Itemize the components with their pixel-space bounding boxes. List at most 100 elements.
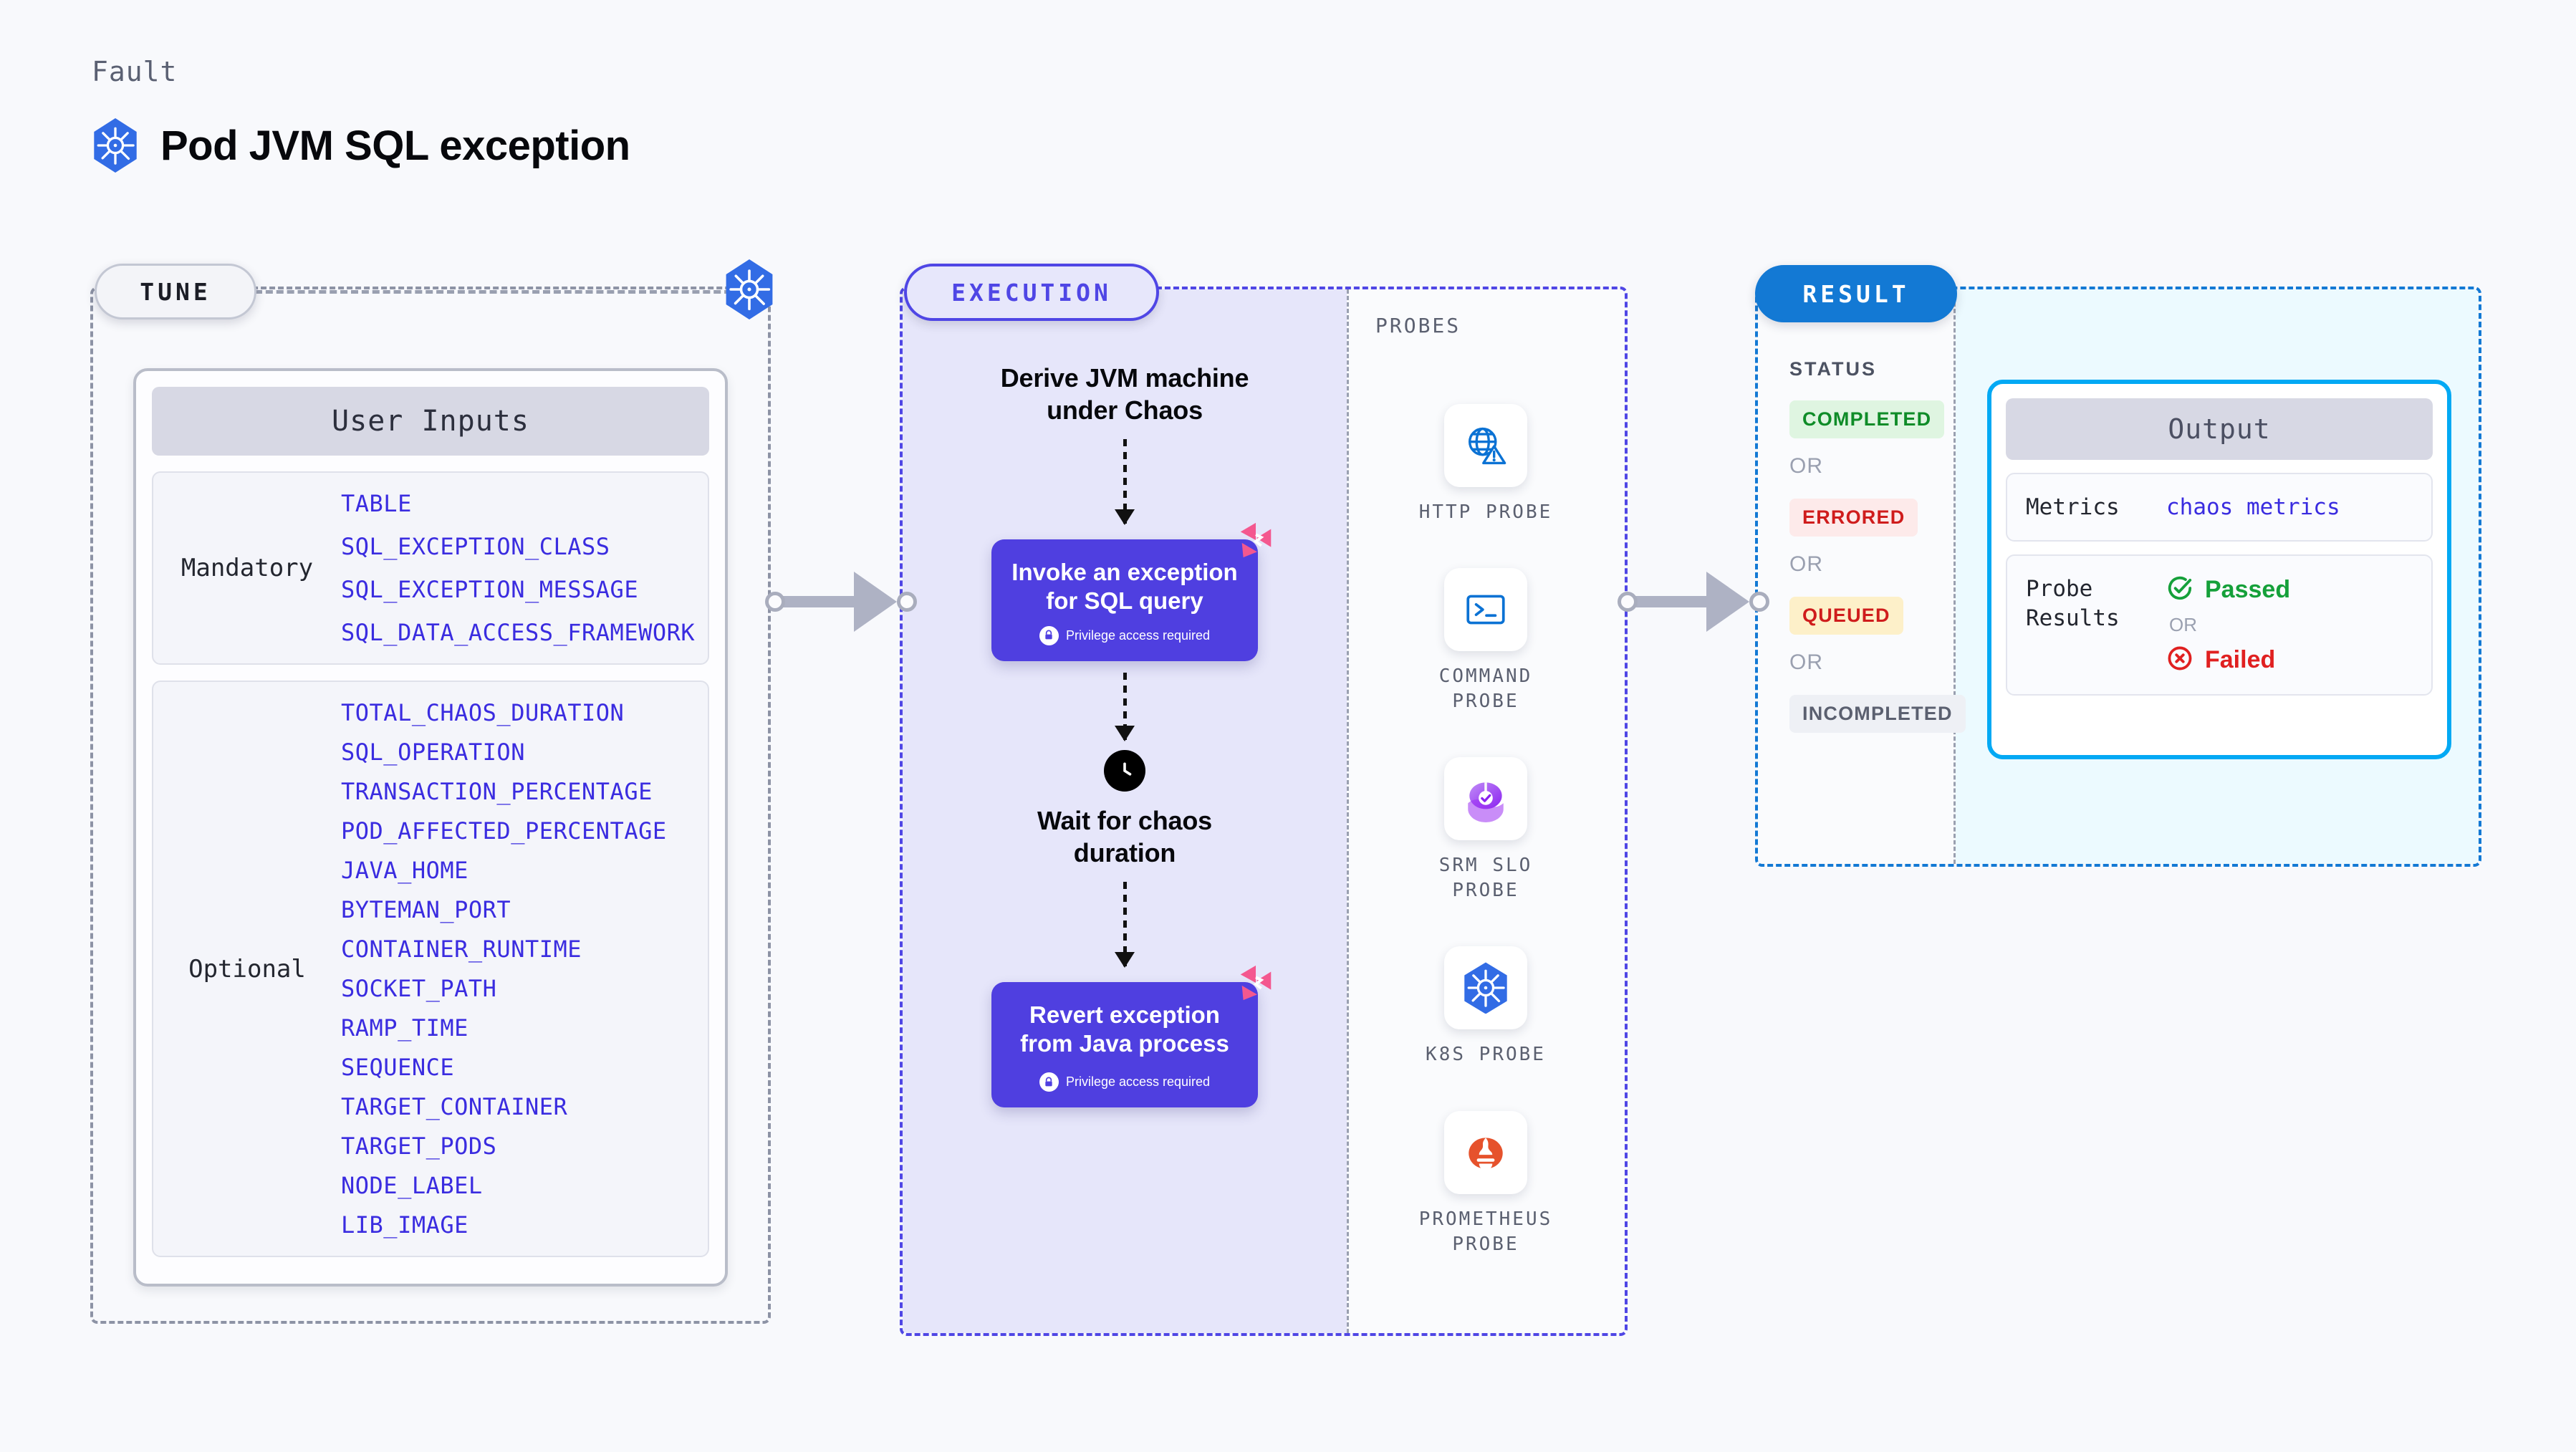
result-panel-border xyxy=(1755,287,2481,867)
flow-arrow-3 xyxy=(1123,881,1127,966)
probe-command[interactable]: COMMAND PROBE xyxy=(1439,568,1533,714)
revert-exception-title: Revert exception from Java process xyxy=(1020,1001,1229,1057)
param-item[interactable]: SQL_EXCEPTION_MESSAGE xyxy=(341,576,639,603)
param-item[interactable]: SQL_DATA_ACCESS_FRAMEWORK xyxy=(341,619,696,646)
passed-label: Passed xyxy=(2205,576,2291,604)
flow-arrow-2 xyxy=(1123,672,1127,740)
param-item[interactable]: TABLE xyxy=(341,490,412,517)
clock-icon xyxy=(1104,749,1145,792)
connector-arrowhead xyxy=(1706,572,1749,632)
output-card: Output Metrics chaos metrics Probe Resul… xyxy=(1987,380,2451,759)
param-item[interactable]: LIB_IMAGE xyxy=(341,1211,468,1239)
param-item[interactable]: TARGET_PODS xyxy=(341,1133,497,1160)
param-item[interactable]: SOCKET_PATH xyxy=(341,975,497,1002)
connector-execution-to-result xyxy=(1618,572,1769,632)
user-inputs-card: User Inputs Mandatory TABLE SQL_EXCEPTIO… xyxy=(133,368,728,1287)
output-probe-row: Probe Results Passed OR xyxy=(2006,554,2433,696)
param-item[interactable]: TOTAL_CHAOS_DURATION xyxy=(341,699,625,726)
param-item[interactable]: SEQUENCE xyxy=(341,1054,455,1081)
probe-result-or: OR xyxy=(2169,614,2197,636)
check-circle-icon xyxy=(2166,574,2193,605)
status-or: OR xyxy=(1789,650,1823,674)
failed-label: Failed xyxy=(2205,646,2276,674)
output-metrics-row: Metrics chaos metrics xyxy=(2006,473,2433,542)
revert-privilege-note: Privilege access required xyxy=(1065,1074,1211,1089)
param-item[interactable]: BYTEMAN_PORT xyxy=(341,896,511,923)
probe-label: PROMETHEUS PROBE xyxy=(1418,1208,1553,1255)
lock-icon xyxy=(1039,625,1059,645)
probe-result-failed: Failed xyxy=(2166,645,2290,675)
revert-privilege-note-row: Privilege access required xyxy=(1004,1072,1245,1092)
probe-srm-slo[interactable]: SRM SLO PROBE xyxy=(1439,757,1533,903)
param-item[interactable]: SQL_OPERATION xyxy=(341,739,525,766)
srm-slo-icon xyxy=(1443,757,1527,841)
execution-flow: Derive JVM machine under Chaos Invoke an… xyxy=(903,287,1347,1336)
param-item[interactable]: CONTAINER_RUNTIME xyxy=(341,936,582,963)
kubernetes-icon xyxy=(94,118,137,173)
lock-icon xyxy=(1039,1072,1059,1092)
probe-http[interactable]: HTTP PROBE xyxy=(1419,404,1553,525)
output-metrics-key: Metrics xyxy=(2026,494,2120,520)
result-badge: RESULT xyxy=(1755,265,1957,322)
probe-label: SRM SLO PROBE xyxy=(1438,855,1533,902)
page-title: Pod JVM SQL exception xyxy=(160,122,630,169)
status-column: STATUS COMPLETED OR ERRORED OR QUEUED OR… xyxy=(1758,287,1966,867)
optional-group: Optional TOTAL_CHAOS_DURATION SQL_OPERAT… xyxy=(152,681,709,1257)
fault-kicker: Fault xyxy=(92,56,178,87)
mandatory-group: Mandatory TABLE SQL_EXCEPTION_CLASS SQL_… xyxy=(152,471,709,665)
probe-label: COMMAND PROBE xyxy=(1438,665,1533,713)
revert-exception-action[interactable]: Revert exception from Java process Privi… xyxy=(991,965,1272,1107)
invoke-exception-action[interactable]: Invoke an exception for SQL query Privil… xyxy=(991,522,1272,661)
litmus-logo-icon xyxy=(1235,962,1277,1004)
param-item[interactable]: RAMP_TIME xyxy=(341,1014,468,1042)
globe-warning-icon xyxy=(1443,404,1527,487)
connector-start-dot xyxy=(765,592,785,612)
page-header: Pod JVM SQL exception xyxy=(92,118,630,173)
wait-chaos-step-label: Wait for chaos duration xyxy=(1037,805,1212,867)
connector-start-dot xyxy=(1618,592,1638,612)
output-probe-key: Probe Results xyxy=(2026,576,2120,631)
connector-shaft xyxy=(781,596,861,607)
result-panel: STATUS COMPLETED OR ERRORED OR QUEUED OR… xyxy=(1755,287,2481,867)
connector-end-dot xyxy=(1749,592,1769,612)
status-badge-errored: ERRORED xyxy=(1789,499,1918,537)
connector-shaft xyxy=(1633,596,1714,607)
optional-param-list: TOTAL_CHAOS_DURATION SQL_OPERATION TRANS… xyxy=(341,699,708,1239)
x-circle-icon xyxy=(2166,645,2193,675)
tune-connector-line xyxy=(255,290,742,294)
connector-end-dot xyxy=(897,592,917,612)
tune-panel: User Inputs Mandatory TABLE SQL_EXCEPTIO… xyxy=(90,287,771,1324)
probe-label: HTTP PROBE xyxy=(1418,501,1553,523)
probes-heading: PROBES xyxy=(1375,314,1461,337)
connector-tune-to-execution xyxy=(765,572,917,632)
param-item[interactable]: TARGET_CONTAINER xyxy=(341,1093,568,1120)
probe-prometheus[interactable]: PROMETHEUS PROBE xyxy=(1418,1110,1553,1257)
status-badge-completed: COMPLETED xyxy=(1789,400,1945,438)
user-inputs-title: User Inputs xyxy=(152,387,709,456)
derive-jvm-step-label: Derive JVM machine under Chaos xyxy=(1000,363,1249,425)
status-or: OR xyxy=(1789,552,1823,576)
optional-label: Optional xyxy=(188,954,306,984)
tune-panel-border xyxy=(90,287,771,1324)
param-item[interactable]: JAVA_HOME xyxy=(341,857,468,884)
tune-badge: TUNE xyxy=(95,264,256,319)
invoke-privilege-note-row: Privilege access required xyxy=(1004,625,1245,645)
param-item[interactable]: TRANSACTION_PERCENTAGE xyxy=(341,778,653,805)
invoke-exception-title: Invoke an exception for SQL query xyxy=(1011,559,1238,615)
param-item[interactable]: SQL_EXCEPTION_CLASS xyxy=(341,533,610,560)
mandatory-label: Mandatory xyxy=(181,554,314,582)
status-or: OR xyxy=(1789,454,1823,478)
status-fill xyxy=(1758,289,1956,864)
status-badge-queued: QUEUED xyxy=(1789,597,1903,635)
terminal-icon xyxy=(1443,568,1527,652)
probe-result-passed: Passed xyxy=(2166,574,2290,605)
probe-k8s[interactable]: K8S PROBE xyxy=(1426,946,1546,1067)
output-metrics-value[interactable]: chaos metrics xyxy=(2166,494,2340,521)
invoke-privilege-note: Privilege access required xyxy=(1065,628,1211,643)
param-item[interactable]: POD_AFFECTED_PERCENTAGE xyxy=(341,817,667,845)
mandatory-param-list: TABLE SQL_EXCEPTION_CLASS SQL_EXCEPTION_… xyxy=(341,490,708,646)
status-badge-incompleted: INCOMPLETED xyxy=(1789,695,1966,733)
param-item[interactable]: NODE_LABEL xyxy=(341,1172,483,1199)
output-probe-values: Passed OR Failed xyxy=(2166,574,2290,675)
